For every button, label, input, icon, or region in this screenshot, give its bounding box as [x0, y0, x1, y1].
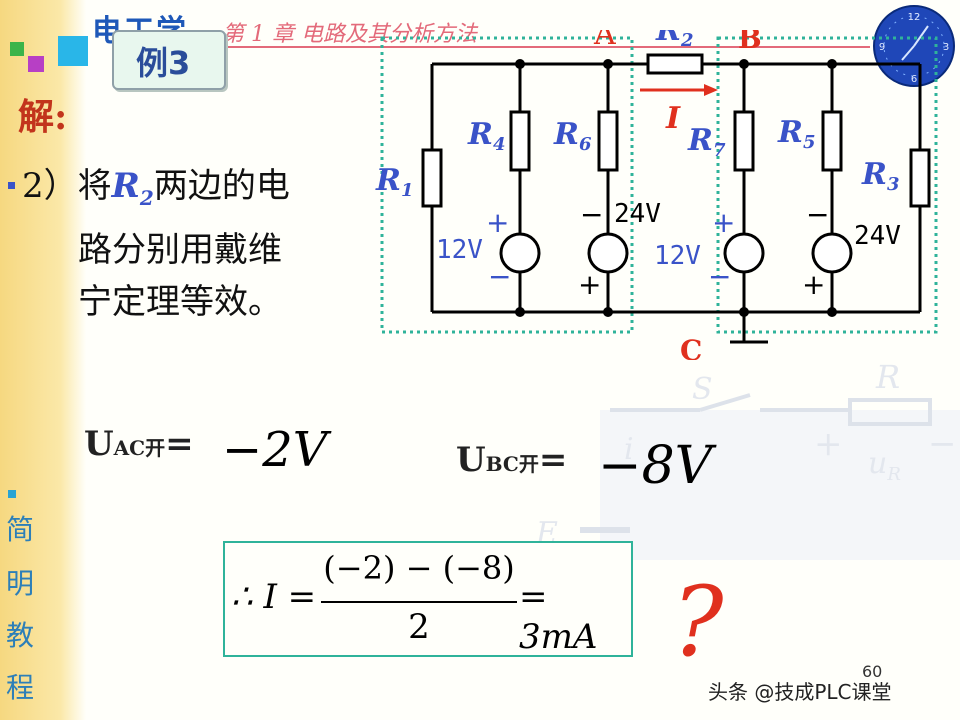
resistor-r2 — [646, 53, 704, 75]
svg-text:R3: R3 — [861, 157, 899, 195]
thevenin-box-right — [716, 36, 938, 334]
voltage-source-4 — [811, 232, 853, 274]
step-bullet — [8, 182, 15, 189]
bg-ur-main: u — [868, 446, 888, 481]
svg-text:+: + — [578, 268, 601, 301]
sidebar-char: 明 — [6, 567, 35, 600]
clock-number: 12 — [908, 12, 921, 23]
r2-main: R — [111, 166, 140, 206]
decor-square-purple — [28, 56, 44, 72]
voltage-source-3 — [723, 232, 765, 274]
result-box: ∴ I = (−2) − (−8) 2 = 3mA — [223, 541, 633, 657]
chapter-title: 第 1 章 电路及其分析方法 — [222, 22, 477, 47]
step-text-2: 两边的电 — [153, 166, 290, 206]
watermark-credit: 头条 @技成PLC课堂 — [708, 680, 892, 704]
svg-text:R6: R6 — [553, 117, 592, 155]
background-circuit-watermark — [580, 393, 960, 560]
bg-ur-label: uR — [868, 446, 901, 485]
sidebar-char: 简 — [6, 513, 35, 546]
svg-text:R4: R4 — [467, 117, 505, 155]
svg-text:−: − — [708, 260, 731, 293]
source-2-voltage: 24V — [614, 199, 661, 229]
bg-plus-label: + — [814, 424, 843, 464]
step-line-2: 路分别用戴维 — [78, 229, 282, 270]
resistor-r3 — [909, 148, 931, 208]
clock-number: 3 — [943, 42, 949, 53]
resistor-r4 — [509, 110, 531, 172]
svg-text:+: + — [712, 206, 735, 239]
node-b-label: B — [738, 30, 762, 55]
clock-icon: 12 3 6 9 — [873, 5, 955, 87]
svg-text:R2: R2 — [655, 30, 693, 51]
clock-number: 9 — [879, 42, 885, 53]
sidebar-char: 教 — [6, 619, 35, 652]
thevenin-box-left — [380, 36, 634, 334]
decor-square-green — [10, 42, 24, 56]
source-1-voltage: 12V — [436, 235, 483, 265]
ubc-main: U — [456, 440, 486, 480]
svg-text:+: + — [486, 206, 509, 239]
uac-main: U — [84, 424, 114, 464]
voltage-source-2 — [587, 232, 629, 274]
svg-text:R5: R5 — [777, 115, 815, 153]
step-line-1: 2）将R2两边的电 — [22, 160, 362, 224]
sidebar: 简 明 教 程 — [0, 0, 88, 720]
resistor-r1 — [421, 148, 443, 208]
question-mark: ? — [672, 566, 724, 678]
voltage-source-1 — [499, 232, 541, 274]
uac-open-value: −2V — [222, 422, 328, 478]
example-tab-label: 例3 — [136, 44, 191, 82]
example-tab: 例3 — [112, 30, 226, 90]
ubc-sub: BC开 — [485, 452, 539, 476]
step-text-1: 2）将 — [22, 166, 112, 206]
uac-equals: = — [165, 424, 194, 464]
source-3-voltage: 12V — [654, 241, 701, 271]
svg-text:−: − — [580, 198, 603, 231]
ubc-open-value: −8V — [598, 436, 713, 496]
result-numerator: (−2) − (−8) — [323, 549, 515, 587]
svg-text:R7: R7 — [687, 123, 726, 161]
page-number: 60 — [862, 662, 883, 681]
node-c-label: C — [680, 334, 702, 360]
result-suffix: = 3mA — [519, 577, 598, 657]
uac-open-label: UAC开= — [84, 424, 194, 464]
uac-sub: AC开 — [113, 436, 166, 460]
node-a-label: A — [593, 30, 616, 52]
svg-text:+: + — [802, 268, 825, 301]
header-rule — [190, 46, 870, 48]
svg-text:−: − — [806, 198, 829, 231]
sidebar-char: 程 — [6, 671, 35, 704]
bg-ur-sub: R — [887, 464, 901, 485]
clock-number: 6 — [911, 74, 917, 85]
decor-square-bullet — [8, 490, 16, 498]
source-4-voltage: 24V — [854, 221, 901, 251]
r2-ref: R2 — [111, 166, 154, 210]
step-text: 2）将R2两边的电 路分别用戴维 宁定理等效。 — [22, 160, 362, 328]
bg-current-label: i — [624, 432, 634, 467]
resistor-r5 — [821, 110, 843, 172]
resistor-r6 — [597, 110, 619, 172]
decor-square-cyan — [58, 36, 88, 66]
bg-resistor-label: R — [876, 358, 901, 396]
bg-minus-label: − — [928, 424, 957, 464]
svg-text:R1: R1 — [375, 163, 413, 201]
result-prefix: ∴ I = — [231, 577, 317, 617]
solution-label: 解: — [18, 96, 68, 138]
ubc-equals: = — [538, 440, 568, 480]
svg-text:−: − — [488, 260, 511, 293]
circuit-diagram: A B C I R2 R1 R4 R6 R7 R5 R3 12V 12V 24V… — [375, 30, 938, 360]
resistor-r7 — [733, 110, 755, 172]
bg-switch-label: S — [692, 372, 713, 407]
current-label: I — [665, 101, 681, 136]
fraction-bar — [321, 601, 517, 603]
ubc-open-label: UBC开= — [456, 440, 567, 480]
result-denominator: 2 — [408, 607, 430, 647]
r2-sub: 2 — [139, 185, 154, 210]
step-line-3: 宁定理等效。 — [78, 281, 282, 322]
